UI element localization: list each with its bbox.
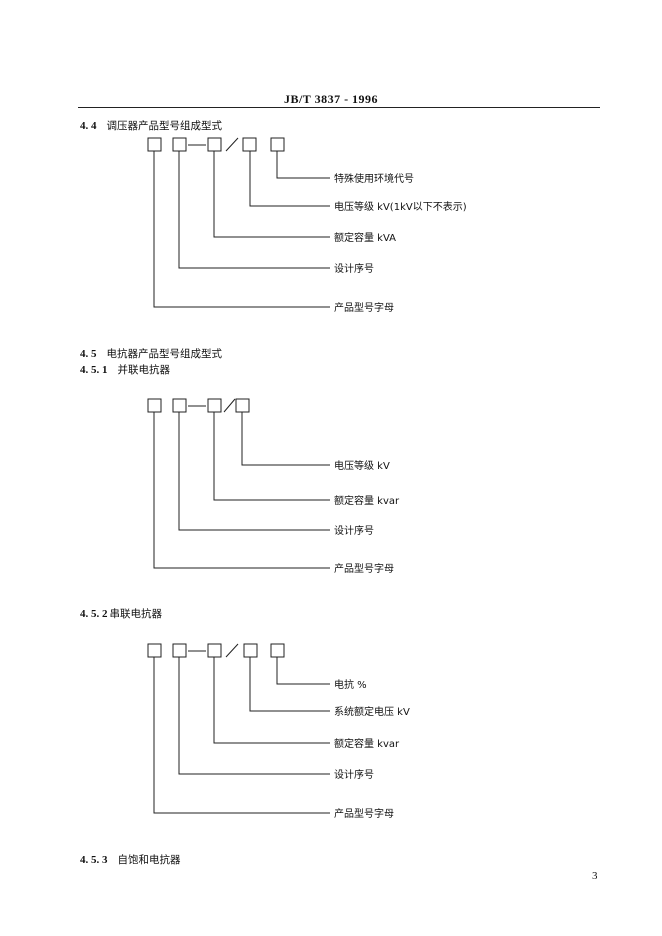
section-4-4-heading: 4. 4 调压器产品型号组成型式	[80, 118, 222, 133]
regulator-model-diagram: 特殊使用环境代号 电压等级 kV(1kV以下不表示) 额定容量 kVA 设计序号…	[147, 137, 467, 314]
leader-line	[276, 657, 330, 685]
diagram-label-design-number: 设计序号	[334, 524, 374, 537]
leader-line	[276, 151, 330, 179]
diagram-label-system-voltage: 系统额定电压 kV	[334, 705, 410, 718]
section-number: 4. 5	[80, 348, 97, 360]
document-header: JB/T 3837 - 1996	[283, 92, 379, 106]
code-box	[147, 398, 162, 413]
leader-line	[178, 412, 330, 531]
diagram-label-capacity: 额定容量 kVA	[334, 231, 396, 244]
section-number: 4. 4	[80, 120, 97, 132]
code-box	[172, 643, 187, 658]
code-box	[243, 643, 258, 658]
code-box	[207, 643, 222, 658]
leader-line	[153, 151, 330, 308]
diagram-label-capacity: 额定容量 kvar	[334, 494, 400, 507]
section-title: 自饱和电抗器	[117, 854, 181, 866]
diagram-label-model-letters: 产品型号字母	[334, 807, 394, 820]
leader-line	[249, 657, 330, 712]
diagram-label-model-letters: 产品型号字母	[334, 562, 394, 575]
section-title: 串联电抗器	[109, 608, 163, 620]
section-title: 调压器产品型号组成型式	[106, 120, 223, 132]
diagram-label-voltage: 电压等级 kV(1kV以下不表示)	[334, 200, 467, 213]
shunt-reactor-model-diagram: 电压等级 kV 额定容量 kvar 设计序号 产品型号字母	[147, 398, 400, 575]
code-box	[172, 137, 187, 152]
page-number: 3	[592, 870, 598, 882]
leader-line	[213, 412, 330, 501]
code-box	[207, 398, 222, 413]
section-4-5-1-heading: 4. 5. 1 并联电抗器	[80, 362, 170, 377]
leader-line	[249, 151, 330, 207]
slash-separator	[225, 137, 239, 152]
section-number: 4. 5. 2	[80, 608, 108, 620]
slash-separator	[225, 643, 239, 658]
code-box	[147, 137, 162, 152]
leader-line	[213, 657, 330, 744]
diagram-label-model-letters: 产品型号字母	[334, 301, 394, 314]
leader-line	[178, 151, 330, 269]
section-title: 并联电抗器	[117, 364, 171, 376]
section-title: 电抗器产品型号组成型式	[106, 348, 223, 360]
code-box	[270, 643, 285, 658]
code-box	[207, 137, 222, 152]
code-box	[270, 137, 285, 152]
section-4-5-3-heading: 4. 5. 3 自饱和电抗器	[80, 852, 181, 867]
code-box	[172, 398, 187, 413]
leader-line	[241, 412, 330, 466]
code-box	[242, 137, 257, 152]
diagram-label-reactance: 电抗 %	[334, 678, 367, 691]
diagram-label-environment: 特殊使用环境代号	[334, 172, 414, 185]
section-number: 4. 5. 3	[80, 854, 108, 866]
code-box	[235, 398, 250, 413]
series-reactor-model-diagram: 电抗 % 系统额定电压 kV 额定容量 kvar 设计序号 产品型号字母	[147, 643, 410, 820]
section-number: 4. 5. 1	[80, 364, 108, 376]
diagram-label-design-number: 设计序号	[334, 262, 374, 275]
header-rule	[78, 107, 600, 108]
leader-line	[213, 151, 330, 238]
slash-separator	[223, 398, 236, 413]
diagram-label-capacity: 额定容量 kvar	[334, 737, 400, 750]
leader-line	[178, 657, 330, 775]
diagram-label-voltage: 电压等级 kV	[334, 459, 390, 472]
code-box	[147, 643, 162, 658]
leader-line	[153, 657, 330, 814]
leader-line	[153, 412, 330, 569]
section-4-5-heading: 4. 5 电抗器产品型号组成型式	[80, 346, 222, 361]
diagram-label-design-number: 设计序号	[334, 768, 374, 781]
